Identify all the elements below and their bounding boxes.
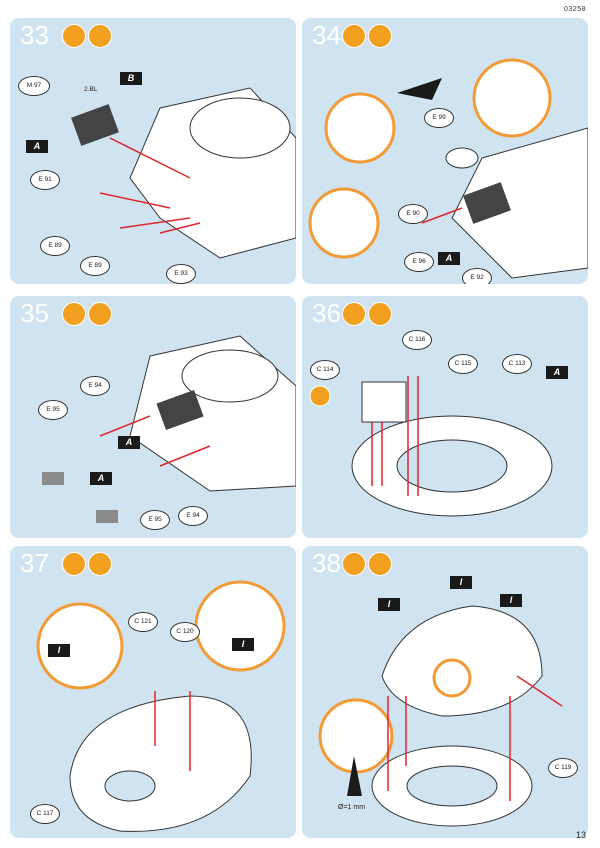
part-callout: C 117: [30, 804, 60, 824]
part-callout: E 95: [38, 400, 68, 420]
step-number: 34: [312, 20, 341, 50]
part-callout: E 89: [80, 256, 110, 276]
step-number: 33: [20, 20, 49, 50]
step-38-panel: 38 I I I C 119 Ø=1 mm: [302, 546, 588, 838]
step-36-panel: 36 C 116 C 114 C 115 C 113 A: [302, 296, 588, 538]
part-callout: E 91: [30, 170, 60, 190]
step-number: 38: [312, 548, 341, 578]
page-number: 13: [575, 830, 586, 840]
step-35-drawing: [99, 335, 296, 492]
step-37-panel: 37 C 121 C 120 I I C 117: [10, 546, 296, 838]
glue-icon: [342, 302, 366, 326]
flag-i: I: [232, 638, 254, 651]
step-34-drawing: [308, 58, 588, 279]
flag-i: I: [450, 576, 472, 589]
flag-a: A: [118, 436, 140, 449]
part-callout: C 120: [170, 622, 200, 642]
step-35-panel: 35 E 94 E 95 A A E 95 E 94: [10, 296, 296, 538]
paint-brush-icon: [368, 552, 392, 576]
flag-a: A: [26, 140, 48, 153]
part-callout: C 114: [310, 360, 340, 380]
paint-brush-icon: [88, 302, 112, 326]
flag-gray: [42, 472, 64, 485]
part-callout: E 94: [80, 376, 110, 396]
glue-icon: [62, 302, 86, 326]
part-callout: E 99: [424, 108, 454, 128]
part-callout: C 113: [502, 354, 532, 374]
glue-icon: [62, 552, 86, 576]
step-36-drawing: [309, 376, 553, 517]
step-34-panel: 34 E 99 E 90 E 96 A E 92: [302, 18, 588, 284]
glue-icon: [342, 24, 366, 48]
part-callout: M 97: [18, 76, 50, 96]
catalog-code: 03258: [564, 6, 586, 13]
part-callout: E 93: [166, 264, 196, 284]
part-callout: E 89: [40, 236, 70, 256]
part-callout: E 94: [178, 506, 208, 526]
flag-i: I: [378, 598, 400, 611]
step-33-panel: 33 M 97 2.BL B A E 91 E 89 E 89 E 93: [10, 18, 296, 284]
flag-i: I: [500, 594, 522, 607]
part-callout: C 115: [448, 354, 478, 374]
step-33-drawing: [71, 87, 296, 259]
step-number: 36: [312, 298, 341, 328]
step-number: 37: [20, 548, 49, 578]
part-callout: C 116: [402, 330, 432, 350]
glue-icon: [62, 24, 86, 48]
paint-code: 2.BL: [84, 86, 98, 93]
flag-i: I: [48, 644, 70, 657]
part-callout: E 95: [140, 510, 170, 530]
part-callout: C 119: [548, 758, 578, 778]
flag-a: A: [546, 366, 568, 379]
flag-a: A: [90, 472, 112, 485]
paint-brush-icon: [88, 24, 112, 48]
part-callout: E 92: [462, 268, 492, 284]
flag-gray: [96, 510, 118, 523]
paint-brush-icon: [88, 552, 112, 576]
step-number: 35: [20, 298, 49, 328]
part-callout: C 121: [128, 612, 158, 632]
step-37-drawing: [36, 580, 286, 832]
drill-size-note: Ø=1 mm: [338, 804, 366, 811]
glue-icon: [342, 552, 366, 576]
part-callout: E 90: [398, 204, 428, 224]
step-38-drawing: [318, 605, 563, 827]
paint-brush-icon: [368, 24, 392, 48]
flag-b: B: [120, 72, 142, 85]
flag-a: A: [438, 252, 460, 265]
paint-brush-icon: [368, 302, 392, 326]
part-callout: E 96: [404, 252, 434, 272]
